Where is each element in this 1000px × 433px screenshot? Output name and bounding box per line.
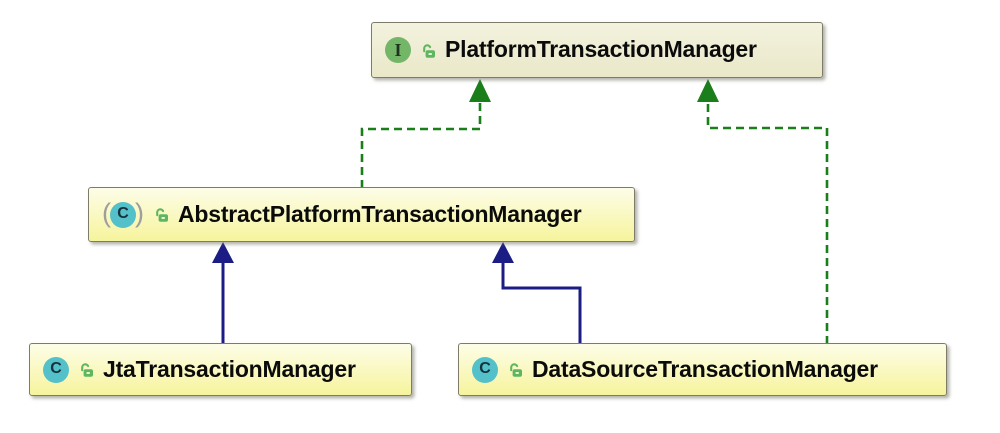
class-node-platform-transaction-manager[interactable]: I PlatformTransactionManager — [371, 22, 823, 78]
class-name-label: JtaTransactionManager — [103, 355, 356, 382]
hollowless-triangle-arrowhead — [469, 79, 491, 102]
public-lock-icon — [81, 363, 93, 377]
class-node-abstract-platform-transaction-manager[interactable]: ( C ) AbstractPlatformTransactionManager — [88, 187, 635, 242]
class-name-label: PlatformTransactionManager — [445, 36, 757, 62]
public-lock-icon — [156, 208, 168, 222]
triangle-arrowhead — [212, 242, 234, 263]
public-lock-icon — [423, 43, 435, 58]
triangle-arrowhead — [697, 79, 719, 102]
realization-edge-abstract-to-platform[interactable] — [360, 79, 491, 188]
generalization-edge-datasource-to-abstract[interactable] — [492, 242, 582, 344]
class-icon-letter: C — [117, 205, 129, 222]
class-icon-letter: C — [479, 360, 491, 377]
abstract-paren-open: ( — [102, 197, 111, 228]
class-icon-letter: C — [50, 360, 62, 377]
realization-edge-datasource-to-platform[interactable] — [697, 79, 829, 344]
class-name-label: DataSourceTransactionManager — [532, 355, 878, 382]
class-icon: C — [43, 356, 69, 383]
abstract-class-icon: ( C ) — [102, 197, 144, 230]
generalization-edge-jta-to-abstract[interactable] — [212, 242, 234, 344]
class-icon: C — [472, 356, 498, 383]
interface-icon: I — [385, 37, 411, 63]
abstract-paren-close: ) — [135, 197, 144, 228]
public-lock-icon — [510, 363, 522, 377]
class-node-data-source-transaction-manager[interactable]: C DataSourceTransactionManager — [458, 343, 947, 396]
interface-icon-letter: I — [394, 39, 402, 60]
triangle-arrowhead — [492, 242, 514, 263]
class-node-jta-transaction-manager[interactable]: C JtaTransactionManager — [29, 343, 412, 396]
class-name-label: AbstractPlatformTransactionManager — [178, 200, 582, 227]
